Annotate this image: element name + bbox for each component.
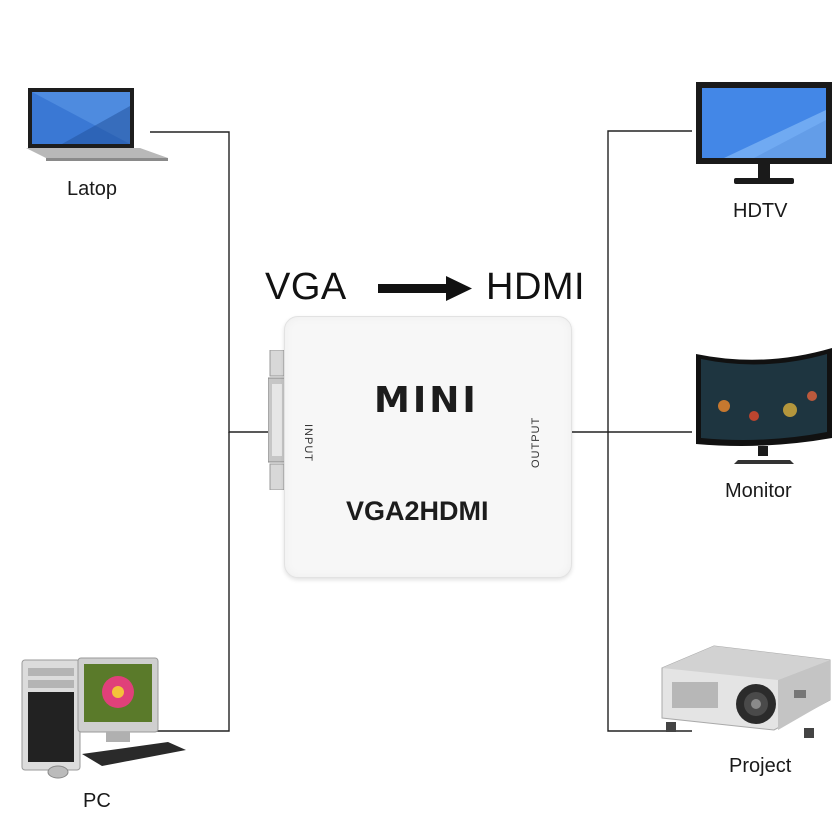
pc-connector-line bbox=[150, 432, 230, 732]
laptop-connector-line bbox=[150, 131, 284, 433]
input-port-label: INPUT bbox=[302, 424, 314, 462]
laptop-icon bbox=[26, 88, 168, 161]
hdtv-connector-line bbox=[570, 130, 692, 433]
monitor-label: Monitor bbox=[725, 480, 792, 502]
adapter-model: VGA2HDMI bbox=[346, 496, 489, 526]
pc-label: PC bbox=[83, 790, 111, 812]
tv-icon bbox=[696, 82, 832, 184]
adapter-body bbox=[284, 316, 572, 578]
source-format-label: VGA bbox=[265, 266, 347, 308]
projector-label: Project bbox=[729, 755, 792, 777]
vga-port bbox=[267, 349, 288, 491]
adapter-brand: MINI bbox=[374, 380, 479, 421]
curved-monitor-icon bbox=[696, 348, 832, 464]
projector-icon bbox=[661, 645, 831, 738]
direction-arrow bbox=[378, 276, 472, 301]
projector-connector-line bbox=[607, 432, 692, 732]
hdtv-label: HDTV bbox=[733, 200, 788, 222]
target-format-label: HDMI bbox=[486, 266, 586, 308]
output-port-label: OUTPUT bbox=[530, 416, 542, 468]
desktop-pc-icon bbox=[21, 657, 186, 779]
laptop-label: Latop bbox=[67, 178, 118, 200]
